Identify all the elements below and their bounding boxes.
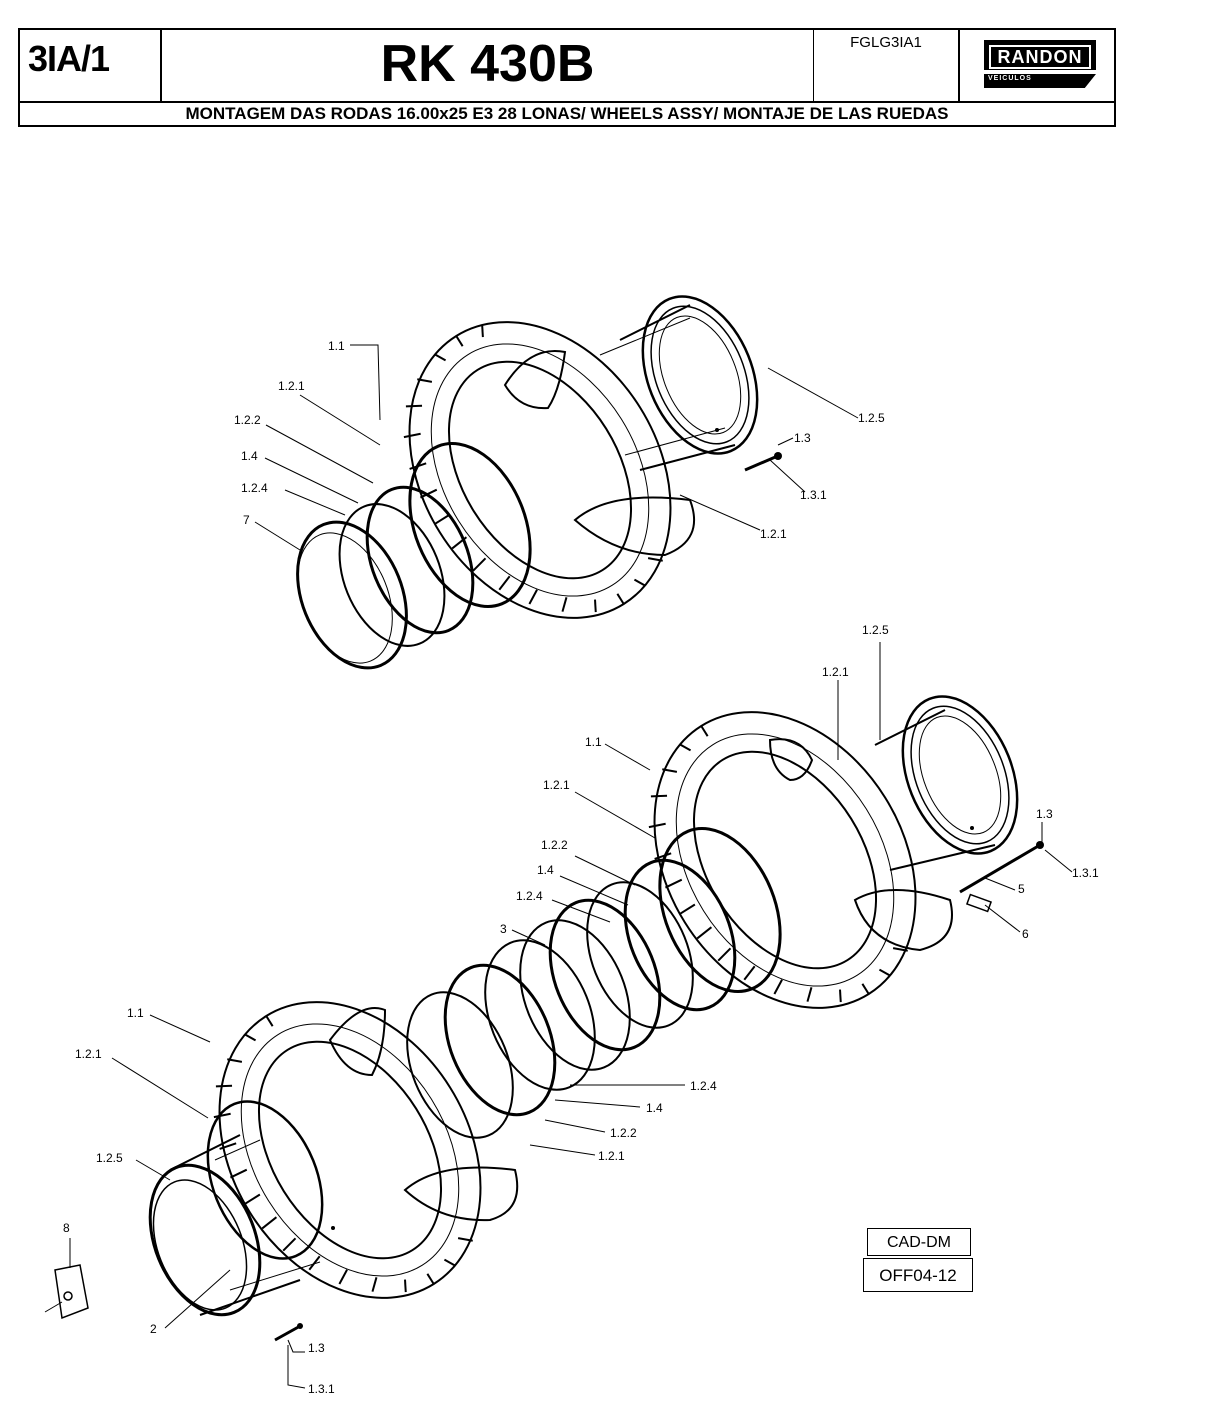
top-rim (599, 278, 781, 472)
cad-stamp-line2: OFF04-12 (863, 1258, 973, 1292)
callout-label: 3 (500, 922, 507, 936)
callout-label: 1.2.5 (862, 623, 889, 637)
page-code: 3IA/1 (28, 38, 110, 79)
top-tire (355, 272, 725, 668)
callout-label: 1.2.5 (858, 411, 885, 425)
rear-rim (874, 678, 1041, 872)
callout-label: 5 (1018, 882, 1025, 896)
callout-label: 1.4 (537, 863, 554, 877)
cad-stamp-line1: CAD-DM (867, 1228, 971, 1256)
callout-label: 2 (150, 1322, 157, 1336)
rear-tire (600, 662, 970, 1058)
callout-label: 1.2.4 (241, 481, 268, 495)
callout-label: 1.2.2 (541, 838, 568, 852)
model-title: RK 430B (380, 35, 595, 93)
ref-cell: FGLG3IA1 (814, 30, 960, 101)
spacer-rings (406, 827, 782, 1139)
code-cell: 3IA/1 (20, 30, 162, 101)
callout-label: 1.3 (308, 1341, 325, 1355)
callout-label: 8 (63, 1221, 70, 1235)
bottom-hardware (54, 841, 1044, 1342)
drawing-ref: FGLG3IA1 (850, 34, 922, 51)
top-rings (296, 442, 532, 670)
bottom-wheel-assembly (54, 662, 1044, 1348)
logo-cell: RANDON VEICULOS (960, 30, 1116, 101)
cad-stamp: CAD-DM OFF04-12 (863, 1228, 973, 1292)
callout-label: 1.3.1 (308, 1382, 335, 1396)
title-block: 3IA/1 RK 430B FGLG3IA1 RANDON VEICULOS M… (18, 28, 1116, 127)
callout-label: 1.2.1 (75, 1047, 102, 1061)
balance-weight (54, 1264, 89, 1320)
callout-label: 1.3 (794, 431, 811, 445)
leader-lines (44, 344, 1073, 1389)
callout-label: 1.2.1 (760, 527, 787, 541)
top-valve-bolt (744, 452, 782, 472)
callout-label: 1.3 (1036, 807, 1053, 821)
callout-label: 1.3.1 (800, 488, 827, 502)
callout-label: 1.4 (241, 449, 258, 463)
callout-label: 1.2.1 (822, 665, 849, 679)
randon-logo: RANDON VEICULOS (984, 40, 1096, 92)
callout-label: 1.2.1 (543, 778, 570, 792)
logo-text: RANDON (989, 45, 1091, 69)
front-tire (165, 952, 535, 1348)
callout-label: 1.2.4 (516, 889, 543, 903)
callout-label: 1.2.2 (610, 1126, 637, 1140)
callout-label: 1.1 (127, 1006, 144, 1020)
callout-label: 1.2.2 (234, 413, 261, 427)
callout-label: 1.1 (328, 339, 345, 353)
logo-subtext: VEICULOS (988, 75, 1032, 82)
callout-label: 1.4 (646, 1101, 663, 1115)
callout-label: 1.2.4 (690, 1079, 717, 1093)
callout-label: 1.1 (585, 735, 602, 749)
top-wheel-assembly (296, 272, 782, 670)
title-row: 3IA/1 RK 430B FGLG3IA1 RANDON VEICULOS (20, 30, 1114, 103)
callout-label: 1.3.1 (1072, 866, 1099, 880)
callout-label: 1.2.1 (598, 1149, 625, 1163)
callout-label: 7 (243, 513, 250, 527)
callout-labels: 1.1 1.2.1 1.2.2 1.4 1.2.4 7 1.2.5 1.3 1.… (63, 339, 1099, 1396)
page-subtitle: MONTAGEM DAS RODAS 16.00x25 E3 28 LONAS/… (185, 104, 949, 123)
model-cell: RK 430B (162, 30, 814, 101)
callout-label: 6 (1022, 927, 1029, 941)
callout-label: 1.2.1 (278, 379, 305, 393)
front-rim (148, 1100, 335, 1317)
callout-label: 1.2.5 (96, 1151, 123, 1165)
